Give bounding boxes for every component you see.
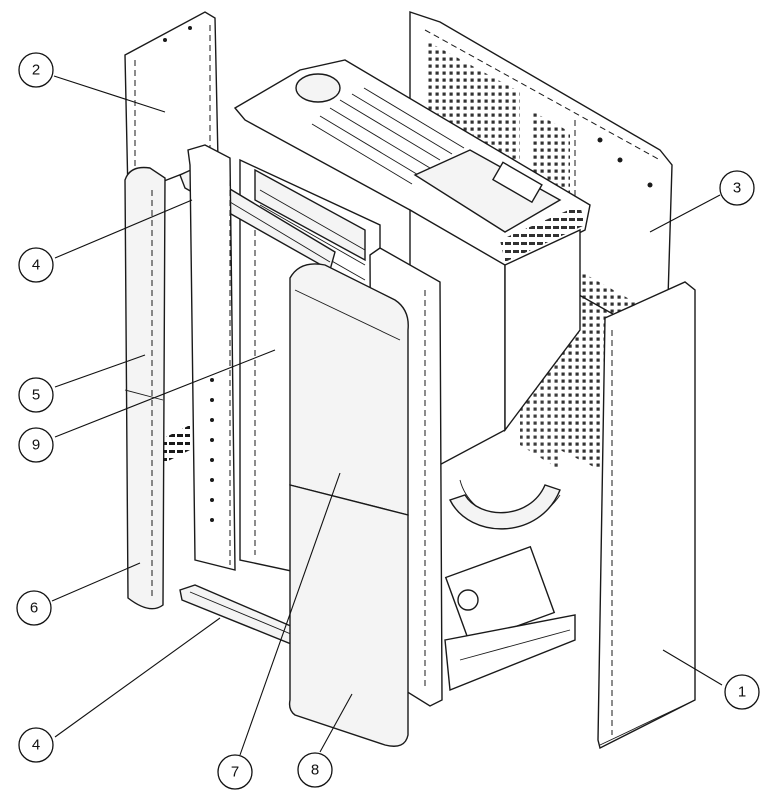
stove-body xyxy=(233,59,591,691)
callout-8: 8 xyxy=(297,752,333,788)
callout-6: 6 xyxy=(16,590,52,626)
callout-9-label: 9 xyxy=(32,437,40,454)
callout-7: 7 xyxy=(217,754,253,790)
callout-5-label: 5 xyxy=(32,387,40,404)
callout-1-label: 1 xyxy=(738,684,746,701)
callout-9: 9 xyxy=(18,427,54,463)
right-side-panel xyxy=(597,281,696,750)
callout-1: 1 xyxy=(724,674,760,710)
callout-4-upper: 4 xyxy=(18,247,54,283)
callout-3: 3 xyxy=(719,170,755,206)
front-door-panels xyxy=(288,263,409,747)
callout-2-label: 2 xyxy=(32,62,40,79)
top-vent-slots xyxy=(311,87,465,185)
callout-8-label: 8 xyxy=(311,762,319,779)
left-vertical-strip xyxy=(160,144,236,571)
callout-4-lower: 4 xyxy=(18,727,54,763)
callout-2: 2 xyxy=(18,52,54,88)
callout-7-label: 7 xyxy=(231,764,239,781)
callout-4-upper-label: 4 xyxy=(32,257,40,274)
callout-3-label: 3 xyxy=(733,180,741,197)
callout-5: 5 xyxy=(18,377,54,413)
callout-4-lower-label: 4 xyxy=(32,737,40,754)
leader-lines xyxy=(51,75,723,756)
callout-6-label: 6 xyxy=(30,600,38,617)
left-column-cover xyxy=(124,166,166,610)
